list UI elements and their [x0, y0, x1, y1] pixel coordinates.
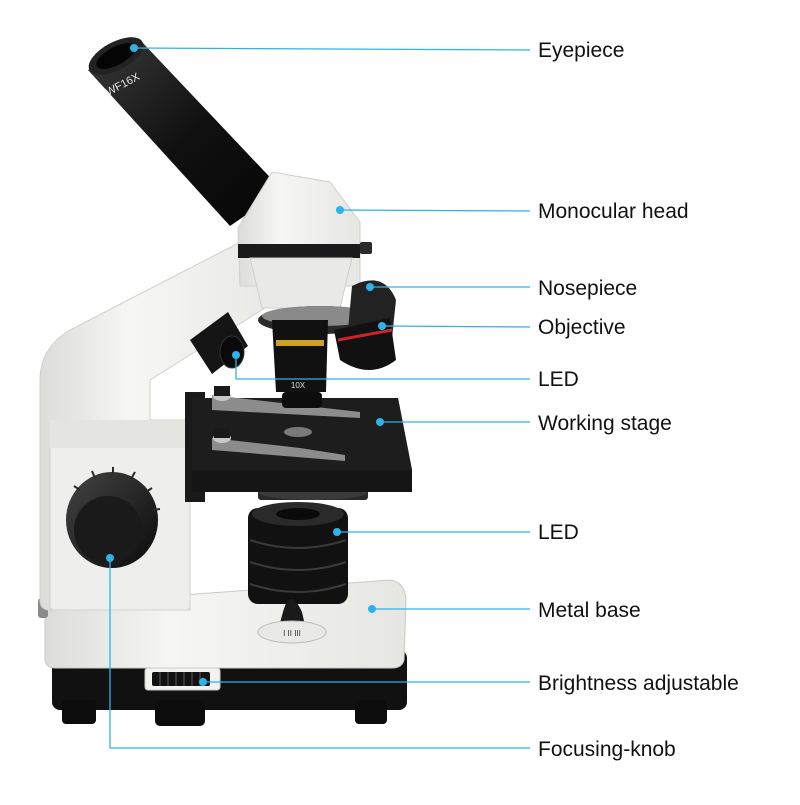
leader-line-monocular-head [339, 209, 531, 212]
label-focusing-knob: Focusing-knob [538, 738, 676, 761]
label-led-bottom: LED [538, 521, 579, 544]
leader-dot-eyepiece [130, 44, 138, 52]
label-eyepiece: Eyepiece [538, 39, 625, 62]
leader-line-objective [381, 325, 531, 328]
eyepiece-tube: WF16X [88, 37, 282, 226]
label-metal-base: Metal base [538, 599, 641, 622]
condenser-stack [248, 502, 348, 604]
leader-dot-working-stage [376, 418, 384, 426]
monocular-head [237, 171, 372, 309]
leader-dot-led-top [232, 351, 240, 359]
label-working-stage: Working stage [538, 412, 672, 435]
filter-dial-mark: I II III [283, 629, 301, 638]
leader-lines [109, 47, 531, 749]
leader-dot-monocular-head [336, 206, 344, 214]
label-brightness-adjustable: Brightness adjustable [538, 672, 739, 695]
leader-dot-metal-base [368, 605, 376, 613]
objective-mark: 10X [291, 381, 306, 390]
leader-dot-led-bottom [333, 528, 341, 536]
leader-dot-brightness [199, 678, 207, 686]
filter-dial: I II III [257, 599, 327, 644]
label-nosepiece: Nosepiece [538, 277, 638, 300]
label-objective: Objective [538, 316, 626, 339]
leader-line-led-top [235, 355, 530, 380]
side-led-housing [190, 312, 248, 374]
leader-line-focusing-knob [109, 558, 530, 749]
leader-dot-objective [378, 322, 386, 330]
leader-dots [106, 44, 386, 686]
label-monocular-head: Monocular head [538, 200, 689, 223]
leader-dot-focusing-knob [106, 554, 114, 562]
focusing-knob [66, 467, 161, 568]
leader-dot-nosepiece [366, 283, 374, 291]
brightness-wheel [144, 667, 221, 691]
label-led-top: LED [538, 368, 579, 391]
leader-line-eyepiece [133, 47, 531, 51]
